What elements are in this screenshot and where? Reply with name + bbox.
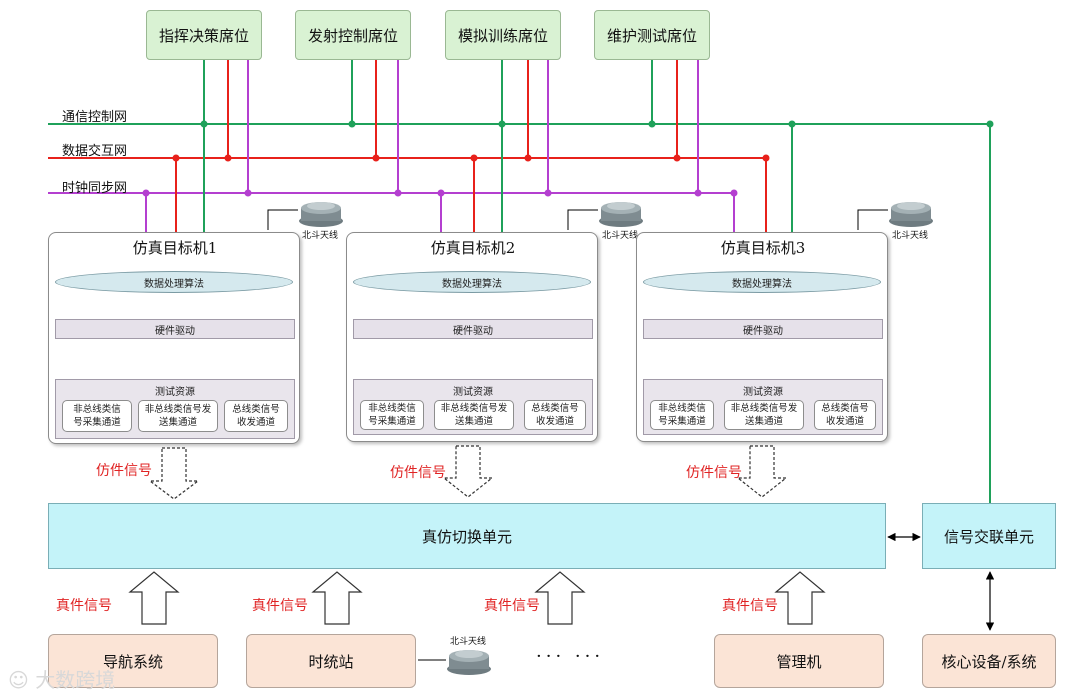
channel-bus-transceive: 总线类信号收发通道 xyxy=(814,400,876,430)
channel-bus-transceive: 总线类信号收发通道 xyxy=(524,400,586,430)
beidou-antenna-1: 北斗天线 xyxy=(296,198,346,241)
algorithm-ellipse: 数据处理算法 xyxy=(643,271,881,293)
channel-nonbus-acquire: 非总线类信号采集通道 xyxy=(360,400,424,430)
beidou-label: 北斗天线 xyxy=(602,231,639,241)
channel-nonbus-send: 非总线类信号发送集通道 xyxy=(138,400,218,432)
beidou-antenna-2: 北斗天线 xyxy=(596,198,646,241)
watermark-logo-icon: ☺ xyxy=(8,668,29,692)
seat-launch-control: 发射控制席位 xyxy=(295,10,411,60)
beidou-antenna-bottom: 北斗天线 xyxy=(444,632,494,682)
antenna-icon xyxy=(889,202,933,227)
algorithm-ellipse: 数据处理算法 xyxy=(55,271,293,293)
resources-box: 测试资源 非总线类信号采集通道 非总线类信号发送集通道 总线类信号收发通道 xyxy=(55,379,295,439)
navigation-system: 导航系统 xyxy=(48,634,218,688)
channel-nonbus-acquire: 非总线类信号采集通道 xyxy=(62,400,132,432)
antenna-icon xyxy=(599,202,643,227)
comm-network-label: 通信控制网 xyxy=(62,110,128,125)
resources-box: 测试资源 非总线类信号采集通道 非总线类信号发送集通道 总线类信号收发通道 xyxy=(353,379,593,435)
beidou-label: 北斗天线 xyxy=(892,231,929,241)
sim-target-2: 仿真目标机2 数据处理算法 硬件驱动 测试资源 非总线类信号采集通道 非总线类信… xyxy=(346,232,598,442)
resources-title: 测试资源 xyxy=(743,387,783,398)
driver-bar: 硬件驱动 xyxy=(643,319,883,339)
antenna-icon xyxy=(299,202,343,227)
driver-bar: 硬件驱动 xyxy=(55,319,295,339)
real-sim-switch-unit: 真仿切换单元 xyxy=(48,503,886,569)
target-title: 仿真目标机2 xyxy=(430,239,516,257)
real-signal-label-2: 真件信号 xyxy=(252,598,308,614)
seat-maintenance-test: 维护测试席位 xyxy=(594,10,710,60)
algorithm-ellipse: 数据处理算法 xyxy=(353,271,591,293)
management-machine: 管理机 xyxy=(714,634,884,688)
data-network-label: 数据交互网 xyxy=(62,144,128,159)
sim-signal-label-3: 仿件信号 xyxy=(686,465,742,481)
channel-nonbus-send: 非总线类信号发送集通道 xyxy=(724,400,804,430)
beidou-label: 北斗天线 xyxy=(302,231,339,241)
beidou-label: 北斗天线 xyxy=(450,637,487,647)
driver-bar: 硬件驱动 xyxy=(353,319,593,339)
real-signal-label-4: 真件信号 xyxy=(722,598,778,614)
seat-command-decision: 指挥决策席位 xyxy=(146,10,262,60)
signal-interconnect-unit: 信号交联单元 xyxy=(922,503,1056,569)
resources-title: 测试资源 xyxy=(155,387,195,398)
sim-signal-label-1: 仿件信号 xyxy=(96,463,152,479)
real-signal-label-1: 真件信号 xyxy=(56,598,112,614)
ellipsis-more: ··· ··· xyxy=(536,646,605,667)
core-equipment: 核心设备/系统 xyxy=(922,634,1056,688)
target-title: 仿真目标机3 xyxy=(720,239,806,257)
seat-simulation-training: 模拟训练席位 xyxy=(445,10,561,60)
channel-nonbus-acquire: 非总线类信号采集通道 xyxy=(650,400,714,430)
time-station: 时统站 xyxy=(246,634,416,688)
channel-bus-transceive: 总线类信号收发通道 xyxy=(224,400,288,432)
sim-target-1: 仿真目标机1 数据处理算法 硬件驱动 测试资源 非总线类信号采集通道 非总线类信… xyxy=(48,232,300,444)
beidou-antenna-3: 北斗天线 xyxy=(886,198,936,241)
antenna-icon xyxy=(447,650,491,675)
watermark: ☺ 大数跨境 xyxy=(8,668,116,692)
real-signal-label-3: 真件信号 xyxy=(484,598,540,614)
resources-box: 测试资源 非总线类信号采集通道 非总线类信号发送集通道 总线类信号收发通道 xyxy=(643,379,883,435)
channel-nonbus-send: 非总线类信号发送集通道 xyxy=(434,400,514,430)
target-title: 仿真目标机1 xyxy=(132,239,218,257)
clock-network-label: 时钟同步网 xyxy=(62,181,128,196)
sim-target-3: 仿真目标机3 数据处理算法 硬件驱动 测试资源 非总线类信号采集通道 非总线类信… xyxy=(636,232,888,442)
resources-title: 测试资源 xyxy=(453,387,493,398)
sim-signal-label-2: 仿件信号 xyxy=(390,465,446,481)
